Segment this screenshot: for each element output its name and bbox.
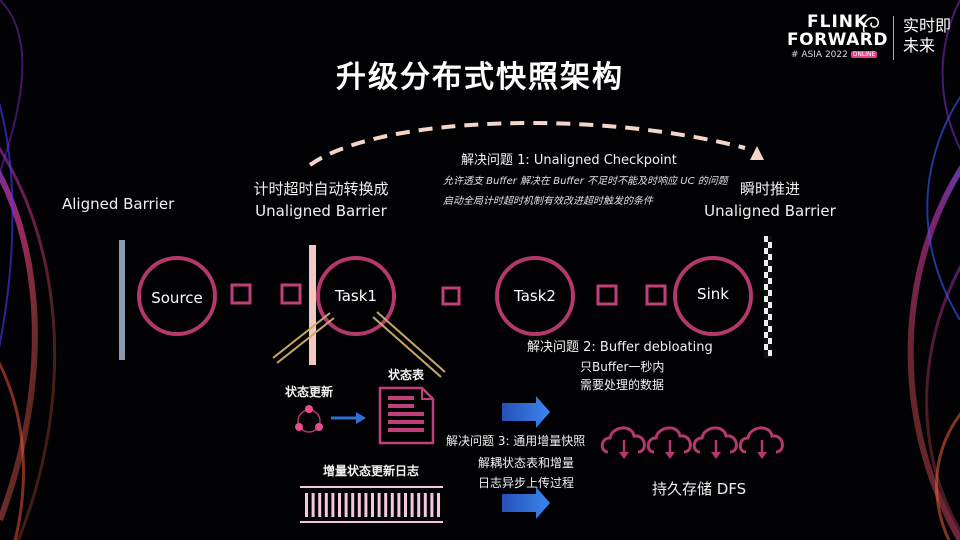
incremental-log-bars [300, 486, 443, 523]
upload-arrow-top [502, 396, 550, 428]
problem2-line1: 只Buffer一秒内 [580, 360, 665, 374]
task1-node-label: Task1 [335, 287, 377, 305]
update-arrowhead-icon [356, 412, 366, 424]
source-node [137, 256, 217, 336]
cloud-download-icon [692, 426, 738, 459]
aligned-barrier-label: Aligned Barrier [62, 195, 175, 213]
sink-node [673, 256, 753, 336]
problem2-heading: 解决问题 2: Buffer debloating [527, 340, 713, 355]
task1-node [316, 256, 396, 336]
buffer-square [280, 283, 302, 305]
state-table-document-icon [378, 386, 435, 445]
cloud-download-icon [600, 426, 646, 459]
unaligned-barrier-left-bar [309, 245, 316, 365]
cloud-download-icon [738, 426, 784, 459]
dfs-cloud-group [600, 426, 784, 459]
unaligned-barrier-left-label: Unaligned Barrier [255, 202, 387, 220]
slogan-bottom: 未来 [903, 36, 936, 55]
problem2-line2: 需要处理的数据 [580, 378, 665, 392]
sink-node-label: Sink [697, 285, 729, 303]
cloud-download-icon [646, 426, 692, 459]
instant-push-label: 瞬时推进 [739, 180, 800, 198]
arc-arrowhead-icon [750, 146, 764, 160]
aligned-barrier-bar [119, 240, 125, 360]
problem1-line2: 启动全局计时超时机制有效改进超时触发的条件 [443, 196, 653, 207]
problem3-heading: 解决问题 3: 通用增量快照 [446, 434, 586, 448]
dfs-storage-label: 持久存储 DFS [652, 480, 747, 498]
buffer-square [441, 286, 461, 306]
task2-node [495, 256, 575, 336]
slogan-top: 实时即 [903, 16, 952, 35]
slogan: 实时即 未来 [903, 16, 951, 56]
task2-node-label: Task2 [514, 287, 556, 305]
problem1-heading: 解决问题 1: Unaligned Checkpoint [461, 153, 677, 168]
squirrel-logo-icon [862, 16, 879, 33]
problem1-line1: 允许透支 Buffer 解决在 Buffer 不足时不能及时响应 UC 的问题 [443, 176, 728, 187]
problem3-line2: 日志异步上传过程 [478, 476, 575, 490]
buffer-square [596, 284, 618, 306]
problem3-line1: 解耦状态表和增量 [478, 456, 575, 470]
buffer-square [645, 284, 667, 306]
source-node-label: Source [151, 289, 203, 307]
flink-forward-logo: FLINK FORWARD # ASIA 2022 ONLINE [787, 14, 888, 61]
page-title: 升级分布式快照架构 [336, 60, 624, 95]
online-badge: ONLINE [850, 51, 878, 58]
unaligned-barrier-right-bar [764, 236, 772, 358]
brand-line1: FLINK [807, 12, 869, 32]
timeout-switch-label: 计时超时自动转换成 [253, 180, 389, 198]
incremental-log-label: 增量状态更新日志 [323, 464, 420, 478]
state-zoom-lines [272, 311, 446, 378]
buffer-square [230, 283, 252, 305]
brand-line2: FORWARD [787, 30, 889, 50]
state-update-label: 状态更新 [285, 385, 334, 399]
barrier-push-arc [308, 121, 746, 167]
state-table-label: 状态表 [388, 368, 425, 382]
upload-arrow-bottom [502, 487, 550, 519]
logo-divider [893, 16, 894, 60]
state-update-cycle-icon [295, 405, 323, 433]
unaligned-barrier-right-label: Unaligned Barrier [704, 202, 836, 220]
brand-line3: # ASIA 2022 [791, 50, 848, 60]
